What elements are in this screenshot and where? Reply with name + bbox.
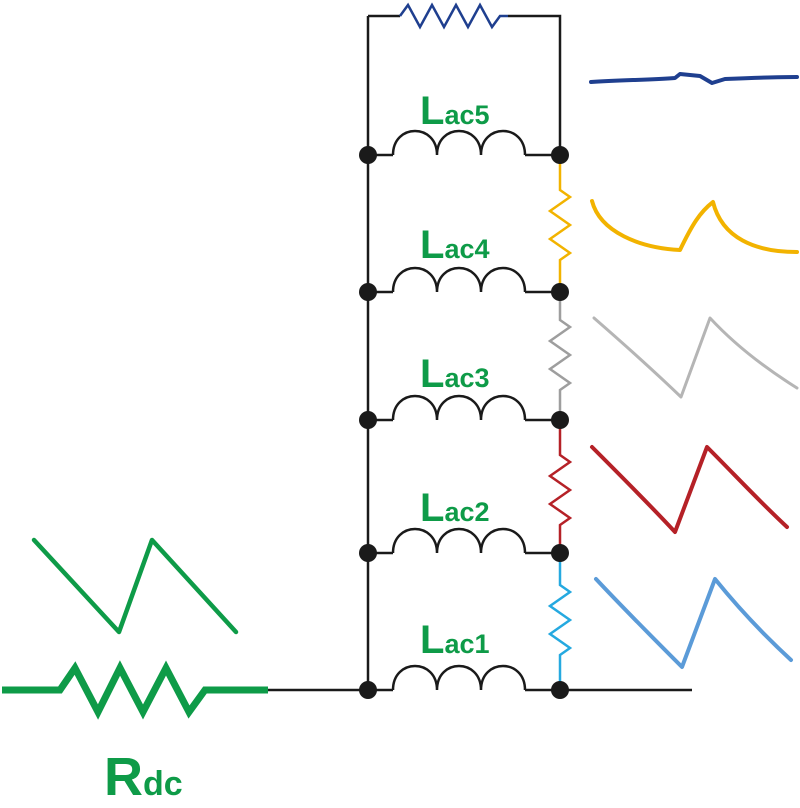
waveform-ac1 — [594, 577, 793, 669]
label-lac3-main: L — [420, 352, 444, 396]
waveform-rdc — [31, 537, 239, 635]
label-lac4-sub: ac4 — [444, 234, 489, 264]
waveforms — [31, 72, 799, 669]
junction-dot — [359, 681, 377, 699]
label-lac5-sub: ac5 — [444, 100, 489, 130]
label-lac1-main: L — [420, 618, 444, 662]
junction-dot — [551, 681, 569, 699]
junction-dot — [551, 283, 569, 301]
resistor-r2 — [547, 420, 573, 553]
inductor-lac4 — [391, 266, 527, 293]
label-lac2-sub: ac2 — [444, 497, 489, 527]
junction-dot — [551, 544, 569, 562]
label-rdc-main: R — [104, 747, 143, 807]
waveform-ac2 — [590, 445, 789, 534]
resistor-r1 — [547, 553, 573, 690]
rdc-resistor — [2, 660, 268, 720]
resistor-r4 — [547, 155, 573, 292]
junction-dot — [359, 283, 377, 301]
label-lac2: Lac2 — [420, 486, 490, 530]
waveform-ac3 — [592, 316, 799, 399]
label-lac4: Lac4 — [420, 223, 490, 267]
junction-dots — [359, 146, 569, 699]
inductor-lac1 — [391, 664, 527, 691]
label-rdc-sub: dc — [143, 765, 183, 803]
rdc-branch — [2, 660, 368, 720]
junction-dot — [359, 146, 377, 164]
label-lac2-main: L — [420, 486, 444, 530]
inductor-lac5 — [391, 129, 527, 156]
top-wire — [368, 14, 562, 155]
label-lac5: Lac5 — [420, 89, 490, 133]
label-lac5-main: L — [420, 89, 444, 133]
label-lac4-main: L — [420, 223, 444, 267]
junction-dot — [359, 411, 377, 429]
labels: Lac5 Lac4 Lac3 Lac2 Lac1 Rdc — [104, 89, 490, 807]
ladder-wires — [366, 14, 692, 692]
junction-dot — [551, 146, 569, 164]
resistor-r3 — [547, 292, 573, 420]
label-lac1-sub: ac1 — [444, 629, 489, 659]
label-rdc: Rdc — [104, 747, 183, 807]
junction-dot — [551, 411, 569, 429]
resistor-r5 — [398, 2, 508, 30]
label-lac3-sub: ac3 — [444, 363, 489, 393]
inductor-lac3 — [391, 394, 527, 421]
label-lac1: Lac1 — [420, 618, 490, 662]
waveform-ac5 — [589, 72, 799, 85]
label-lac3: Lac3 — [420, 352, 490, 396]
inductor-lac2 — [391, 527, 527, 554]
inductors — [391, 129, 527, 691]
resistors — [398, 2, 573, 690]
junction-dot — [359, 544, 377, 562]
waveform-ac4 — [590, 199, 799, 254]
